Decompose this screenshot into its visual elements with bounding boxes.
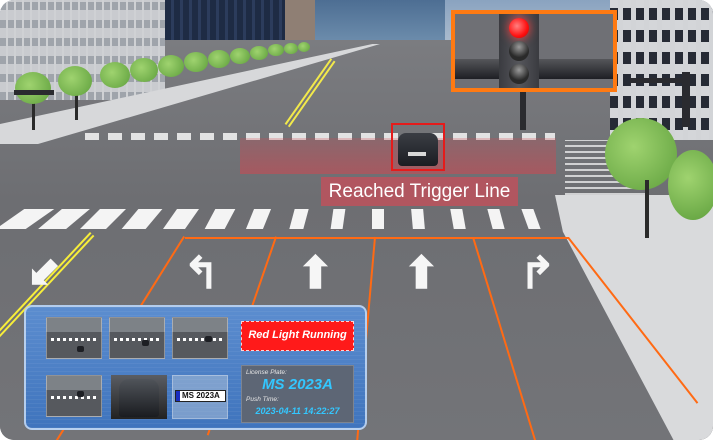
trigger-line-label: Reached Trigger Line bbox=[321, 177, 518, 206]
vehicle-detection-box[interactable] bbox=[391, 123, 445, 171]
signal-pole-right bbox=[682, 72, 690, 127]
right-turn-arrow-icon: ↱ bbox=[519, 249, 556, 298]
vehicle-closeup[interactable] bbox=[111, 375, 167, 419]
snapshot-thumbnail[interactable] bbox=[46, 317, 102, 359]
building-right bbox=[610, 0, 713, 140]
near-crosswalk bbox=[0, 209, 560, 229]
signal-arm-right bbox=[630, 78, 690, 83]
snapshot-thumbnail[interactable] bbox=[46, 375, 102, 417]
yellow-lamp-icon bbox=[509, 41, 529, 61]
violation-alert-badge: Red Light Running bbox=[241, 321, 354, 351]
tree bbox=[158, 55, 184, 77]
straight-arrow-icon: ⬆ bbox=[403, 249, 440, 298]
straight-arrow-icon: ⬆ bbox=[297, 249, 334, 298]
green-lamp-icon bbox=[509, 64, 529, 84]
far-crosswalk bbox=[85, 133, 555, 140]
license-plate-value: MS 2023A bbox=[262, 376, 333, 393]
plate-crop[interactable]: MS 2023A bbox=[172, 375, 228, 419]
detected-vehicle bbox=[398, 133, 438, 166]
tree bbox=[15, 72, 51, 104]
snapshot-thumbnail[interactable] bbox=[109, 317, 165, 359]
signal-arm-left bbox=[14, 90, 54, 95]
signal-pole bbox=[520, 90, 526, 130]
snapshot-thumbnail[interactable] bbox=[172, 317, 228, 359]
tree-trunk bbox=[75, 88, 78, 120]
tree bbox=[184, 52, 208, 72]
tree bbox=[230, 48, 250, 64]
vehicle-plate bbox=[408, 152, 426, 156]
tree bbox=[668, 150, 713, 220]
push-time-value: 2023-04-11 14:22:27 bbox=[255, 406, 340, 416]
tree bbox=[250, 46, 268, 60]
stop-line-outline bbox=[185, 237, 569, 239]
traffic-light-icon bbox=[499, 14, 539, 88]
red-lamp-icon bbox=[509, 18, 529, 38]
tree bbox=[268, 44, 284, 56]
tree-trunk bbox=[645, 180, 649, 238]
tree bbox=[58, 66, 92, 96]
tree bbox=[208, 50, 230, 68]
tree-trunk bbox=[32, 95, 35, 130]
tree bbox=[130, 58, 158, 82]
license-plate-label: License Plate: bbox=[246, 369, 287, 376]
tree bbox=[605, 118, 677, 190]
violation-info-panel: MS 2023A Red Light Running License Plate… bbox=[24, 305, 367, 430]
tree bbox=[100, 62, 130, 88]
tree bbox=[284, 43, 298, 54]
mountain-backdrop bbox=[315, 0, 445, 45]
left-turn-arrow-icon: ↰ bbox=[183, 249, 220, 298]
building-tan bbox=[285, 0, 315, 45]
traffic-light-zoom[interactable] bbox=[451, 10, 617, 92]
tree bbox=[298, 42, 310, 52]
plate-info-card: License Plate: MS 2023A Push Time: 2023-… bbox=[241, 365, 354, 423]
push-time-label: Push Time: bbox=[246, 396, 279, 403]
plate-crop-text: MS 2023A bbox=[175, 390, 226, 402]
